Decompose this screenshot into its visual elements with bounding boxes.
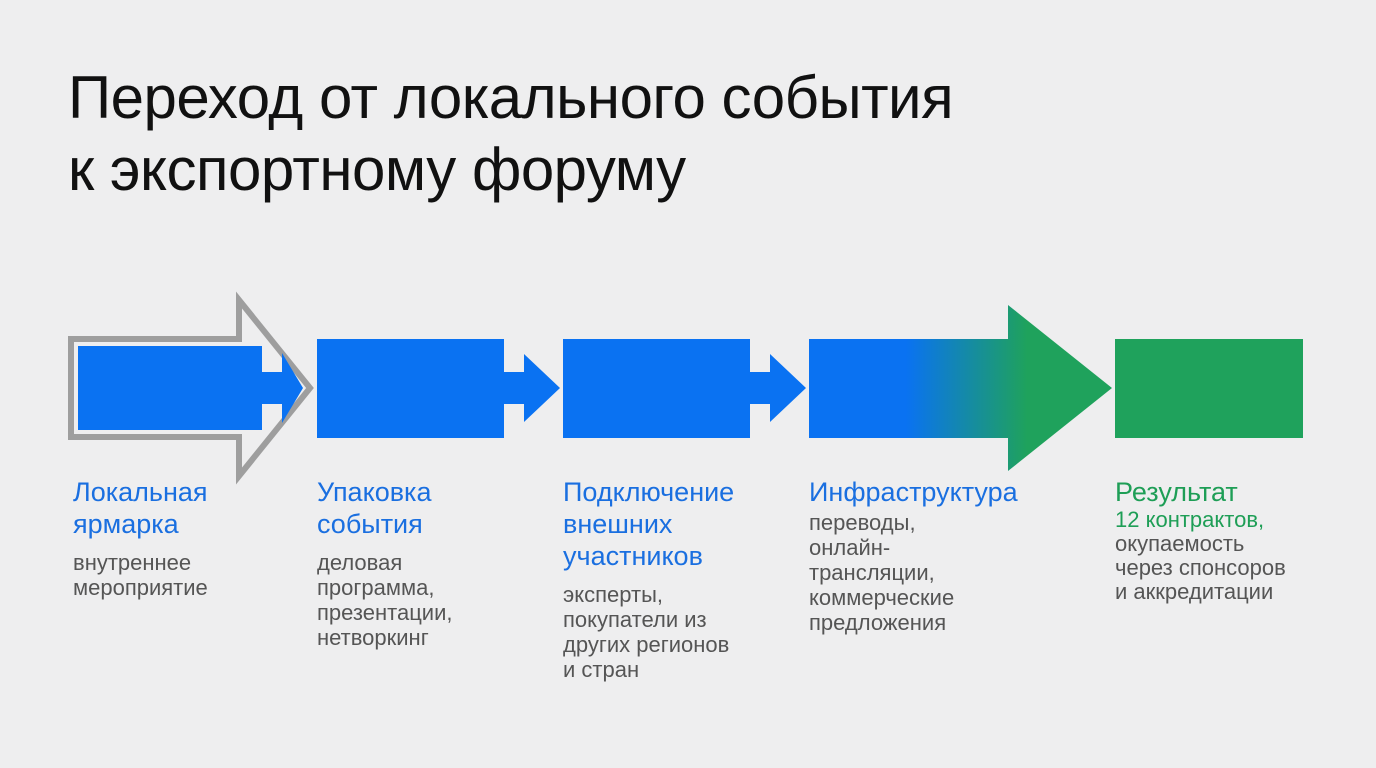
step-1-outline-arrow (68, 291, 314, 485)
step-3-title-line: внешних (563, 509, 673, 539)
step-3-text: Подключение внешних участников эксперты,… (563, 476, 734, 682)
step-3-block (563, 339, 750, 438)
step-4-desc-line: онлайн- (809, 535, 891, 560)
step-5-desc-line: окупаемость (1115, 531, 1245, 556)
step-2-desc-line: деловая (317, 550, 403, 575)
step-2-block (317, 339, 504, 438)
step-5-title: Результат (1115, 476, 1286, 508)
step-4-text: Инфраструктура переводы, онлайн- трансля… (809, 476, 1018, 635)
step-5-title-line: Результат (1115, 477, 1238, 507)
step-4-desc-line: коммерческие (809, 585, 955, 610)
step-5-description: 12 контрактов, окупаемость через спонсор… (1115, 508, 1286, 604)
step-2-connector-arrow (503, 354, 560, 422)
step-5-desc-line: через спонсоров (1115, 555, 1286, 580)
step-5-text: Результат 12 контрактов, окупаемость чер… (1115, 476, 1286, 604)
step-3-desc-line: и стран (563, 657, 640, 682)
step-2-title-line: Упаковка (317, 477, 432, 507)
step-2-desc-line: нетворкинг (317, 625, 429, 650)
step-4-title: Инфраструктура (809, 476, 1018, 508)
step-4-title-line: Инфраструктура (809, 477, 1018, 507)
step-1-desc-line: мероприятие (73, 575, 208, 600)
step-4-description: переводы, онлайн- трансляции, коммерческ… (809, 510, 1018, 635)
step-3-description: эксперты, покупатели из других регионов … (563, 582, 734, 682)
step-1-title-line: Локальная (73, 477, 208, 507)
step-1-text: Локальная ярмарка внутреннее мероприятие (73, 476, 208, 600)
step-2-desc-line: программа, (317, 575, 435, 600)
page-title-line-1: Переход от локального события (68, 64, 954, 131)
step-2-desc-line: презентации, (317, 600, 453, 625)
step-3-title-line: участников (563, 541, 703, 571)
step-2-title-line: события (317, 509, 423, 539)
step-1-block (78, 346, 262, 430)
step-4-gradient-arrow (809, 305, 1112, 471)
step-1-connector-arrow (262, 353, 303, 423)
step-2-title: Упаковка события (317, 476, 452, 540)
step-4-desc-line: трансляции, (809, 560, 935, 585)
page-title-line-2: к экспортному форуму (68, 136, 686, 203)
step-3-title: Подключение внешних участников (563, 476, 734, 572)
step-1-title-line: ярмарка (73, 509, 179, 539)
step-3-title-line: Подключение (563, 477, 735, 507)
step-5-block (1115, 339, 1303, 438)
step-5-desc-line: и аккредитации (1115, 579, 1274, 604)
step-2-text: Упаковка события деловая программа, през… (317, 476, 452, 650)
step-3-desc-line: покупатели из (563, 607, 707, 632)
step-4-desc-line: предложения (809, 610, 947, 635)
step-1-desc-line: внутреннее (73, 550, 192, 575)
step-3-connector-arrow (749, 354, 806, 422)
page-title: Переход от локального события к экспортн… (68, 62, 954, 206)
step-3-desc-line: других регионов (563, 632, 730, 657)
step-5-highlight: 12 контрактов, (1115, 507, 1265, 532)
step-1-title: Локальная ярмарка (73, 476, 208, 540)
step-3-desc-line: эксперты, (563, 582, 663, 607)
step-1-description: внутреннее мероприятие (73, 550, 208, 600)
step-4-desc-line: переводы, (809, 510, 916, 535)
step-2-description: деловая программа, презентации, нетворки… (317, 550, 452, 650)
